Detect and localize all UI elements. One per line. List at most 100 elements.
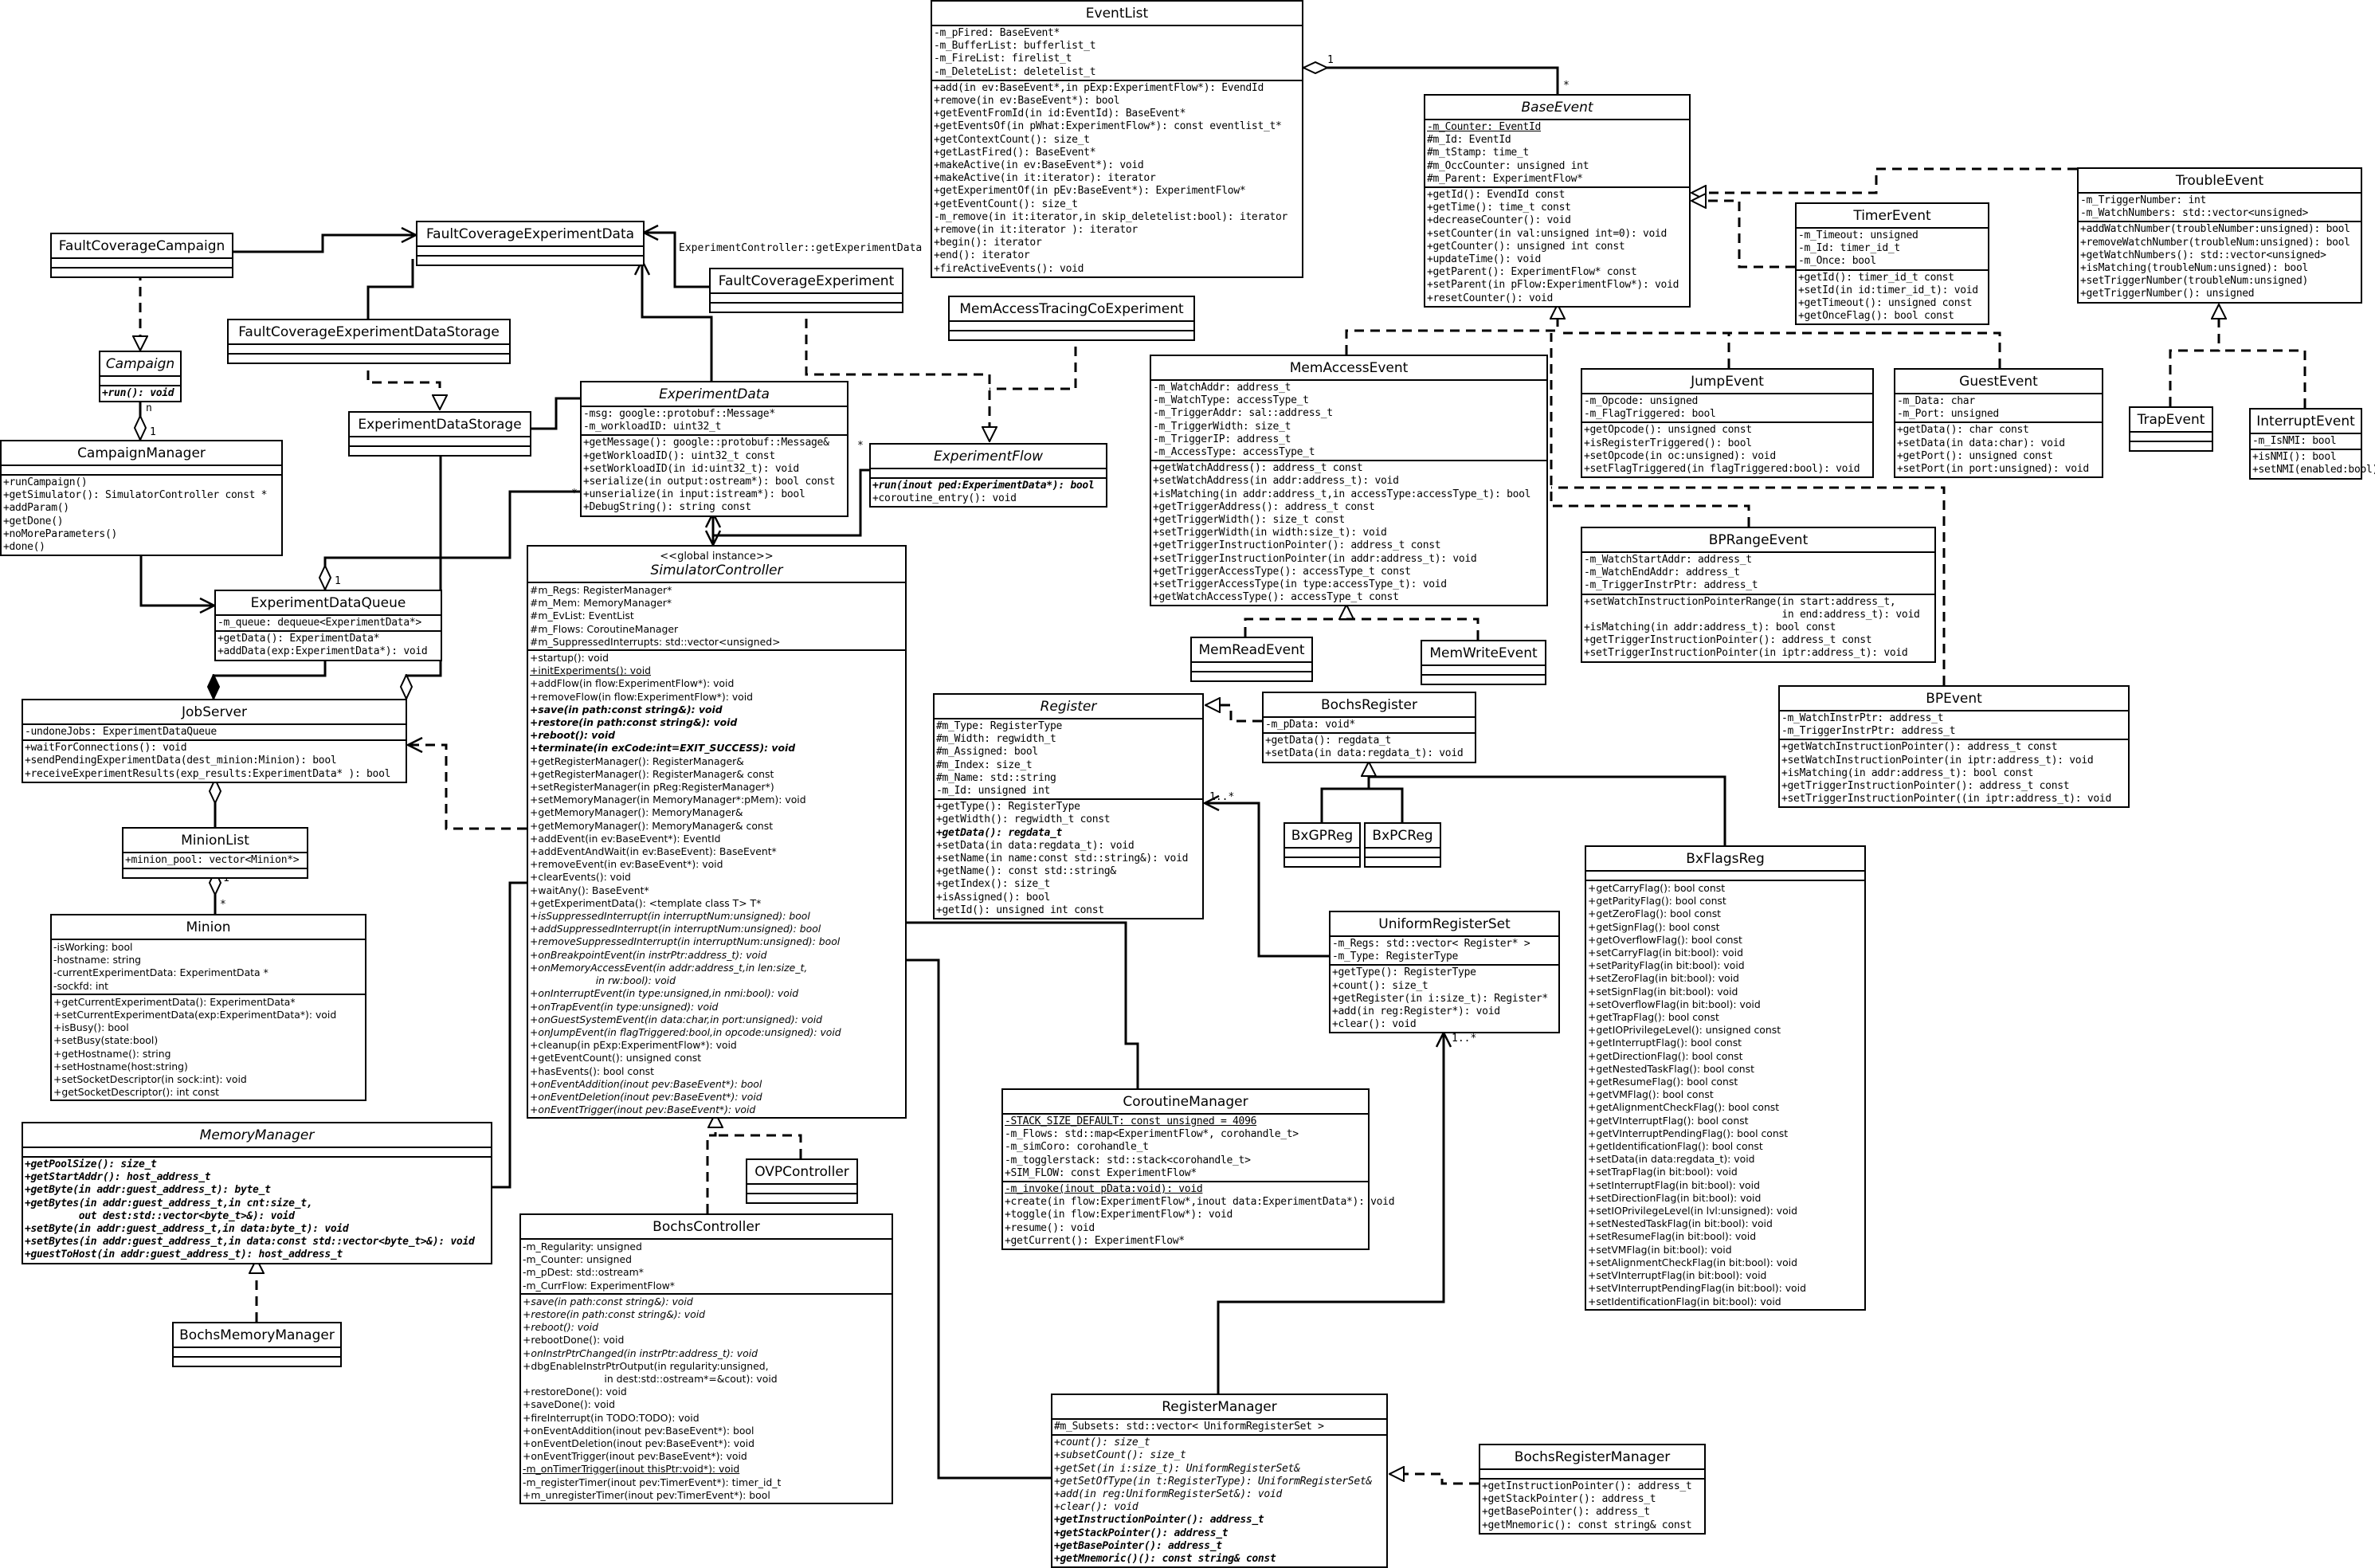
class-box[interactable]: BPEvent-m_WatchInstrPtr: address_t-m_Tri… bbox=[1778, 685, 2130, 809]
class-box[interactable]: Minion-isWorking: bool-hostname: string-… bbox=[50, 914, 366, 1102]
class-attribute: -m_WatchNumbers: std::vector<unsigned> bbox=[2080, 207, 2309, 220]
class-box[interactable]: FaultCoverageExperiment bbox=[709, 268, 903, 313]
class-box[interactable]: BochsRegisterManager+getInstructionPoint… bbox=[1479, 1444, 1706, 1535]
class-operation: +getContextCount(): size_t bbox=[934, 133, 1090, 146]
multiplicity-label: n bbox=[146, 402, 152, 414]
class-operation: -m_registerTimer(inout pev:TimerEvent*):… bbox=[523, 1476, 782, 1488]
class-header: TrapEvent bbox=[2130, 408, 2212, 433]
class-box[interactable]: UniformRegisterSet-m_Regs: std::vector< … bbox=[1329, 911, 1560, 1034]
class-box[interactable]: CampaignManager+runCampaign()+getSimulat… bbox=[0, 440, 283, 557]
attribute-compartment bbox=[2130, 433, 2212, 442]
class-operation: +setCurrentExperimentData(exp:Experiment… bbox=[53, 1009, 337, 1021]
class-box[interactable]: FaultCoverageCampaign bbox=[50, 233, 233, 278]
class-operation: +setIdentificationFlag(in bit:bool): voi… bbox=[1588, 1295, 1781, 1307]
class-header: BPRangeEvent bbox=[1582, 528, 1934, 553]
class-operation: +onInstrPtrChanged(in instrPtr:address_t… bbox=[523, 1347, 758, 1359]
class-operation: +getTriggerAccessType(): accessType_t co… bbox=[1153, 565, 1411, 578]
operation-compartment bbox=[174, 1358, 340, 1366]
class-box[interactable]: GuestEvent-m_Data: char-m_Port: unsigned… bbox=[1894, 368, 2103, 479]
class-box[interactable]: ExperimentDataQueue-m_queue: dequeue<Exp… bbox=[214, 590, 442, 661]
class-operation: +getId(): unsigned int const bbox=[936, 904, 1104, 916]
class-name: BochsMemoryManager bbox=[179, 1327, 335, 1343]
class-box[interactable]: BochsRegister-m_pData: void*+getData(): … bbox=[1262, 692, 1476, 763]
class-operation: +getMessage(): google::protobuf::Message… bbox=[583, 437, 829, 449]
class-operation: +getBytes(in addr:guest_address_t,in cnt… bbox=[25, 1197, 313, 1209]
class-box[interactable]: EventList-m_pFired: BaseEvent*-m_BufferL… bbox=[931, 0, 1303, 278]
class-attribute: -m_TriggerAddr: sal::address_t bbox=[1153, 407, 1333, 420]
class-box[interactable]: ExperimentFlow+run(inout ped:ExperimentD… bbox=[869, 443, 1107, 508]
attribute-compartment: -m_Counter: EventId#m_Id: EventId#m_tSta… bbox=[1425, 120, 1689, 189]
class-attribute: -m_simCoro: corohandle_t bbox=[1005, 1141, 1149, 1154]
class-operation: +getResumeFlag(): bool const bbox=[1588, 1076, 1738, 1088]
class-box[interactable]: MemAccessTracingCoExperiment bbox=[948, 296, 1195, 341]
class-box[interactable]: BxFlagsReg+getCarryFlag(): bool const+ge… bbox=[1585, 845, 1866, 1311]
attribute-compartment bbox=[229, 345, 509, 355]
fce-flow-realization bbox=[805, 303, 990, 441]
bochsregmgr-regmgr-realization bbox=[1389, 1474, 1479, 1485]
class-box[interactable]: BochsMemoryManager bbox=[172, 1322, 342, 1367]
queue-jobserver-composition bbox=[214, 657, 327, 699]
operation-compartment: +runCampaign()+getSimulator(): Simulator… bbox=[2, 476, 281, 555]
class-attribute: -m_Regularity: unsigned bbox=[523, 1241, 642, 1252]
operation-compartment bbox=[52, 269, 232, 276]
class-name: BPEvent bbox=[1926, 691, 1982, 707]
class-box[interactable]: BxGPReg bbox=[1284, 822, 1361, 868]
class-box[interactable]: TimerEvent-m_Timeout: unsigned-m_Id: tim… bbox=[1795, 202, 1989, 326]
class-attribute: -m_Type: RegisterType bbox=[1332, 951, 1459, 963]
class-operation: +setVInterruptFlag(in bit:bool): void bbox=[1588, 1269, 1767, 1282]
operation-compartment bbox=[2130, 442, 2212, 450]
class-box[interactable]: Register#m_Type: RegisterType#m_Width: r… bbox=[933, 693, 1204, 920]
class-attribute: #m_Mem: MemoryManager* bbox=[530, 597, 672, 610]
class-attribute: -m_WatchEndAddr: address_t bbox=[1584, 566, 1740, 579]
class-box[interactable]: MinionList+minion_pool: vector<Minion*> bbox=[122, 827, 308, 880]
fceds-eds-realization bbox=[366, 355, 440, 410]
class-box[interactable]: MemWriteEvent bbox=[1421, 640, 1546, 685]
class-attribute: -m_Id: unsigned int bbox=[936, 785, 1051, 798]
class-box[interactable]: ExperimentData-msg: google::protobuf::Me… bbox=[580, 381, 848, 517]
eventlist-baseevent-aggregation bbox=[1303, 68, 1559, 94]
class-attribute: -m_pData: void* bbox=[1265, 719, 1355, 731]
class-box[interactable]: TroubleEvent-m_TriggerNumber: int-m_Watc… bbox=[2077, 167, 2362, 304]
class-operation: +add(in reg:UniformRegisterSet&): void bbox=[1054, 1488, 1283, 1501]
operation-compartment: +add(in ev:BaseEvent*,in pExp:Experiment… bbox=[932, 81, 1302, 276]
class-box[interactable]: BaseEvent-m_Counter: EventId#m_Id: Event… bbox=[1424, 94, 1691, 308]
class-box[interactable]: OVPController bbox=[746, 1158, 858, 1204]
class-box[interactable]: BPRangeEvent-m_WatchStartAddr: address_t… bbox=[1581, 527, 1936, 663]
class-attribute: -m_Flows: std::map<ExperimentFlow*, coro… bbox=[1005, 1128, 1299, 1141]
class-operation: +setResumeFlag(in bit:bool): void bbox=[1588, 1230, 1757, 1243]
class-header: Register bbox=[935, 695, 1202, 719]
class-box[interactable]: <<global instance>>SimulatorController#m… bbox=[527, 545, 907, 1119]
class-box[interactable]: FaultCoverageExperimentData bbox=[416, 221, 645, 266]
class-operation: +create(in flow:ExperimentFlow*,inout da… bbox=[1005, 1196, 1395, 1209]
operation-compartment: +addWatchNumber(troubleNumber:unsigned):… bbox=[2079, 222, 2361, 301]
class-box[interactable]: FaultCoverageExperimentDataStorage bbox=[227, 319, 511, 364]
class-box[interactable]: BochsController-m_Regularity: unsigned-m… bbox=[519, 1213, 893, 1505]
class-operation: +setZeroFlag(in bit:bool): void bbox=[1588, 972, 1739, 985]
class-operation: +getWidth(): regwidth_t const bbox=[936, 813, 1111, 826]
class-box[interactable]: RegisterManager#m_Subsets: std::vector< … bbox=[1051, 1394, 1388, 1568]
class-operation: +setCarryFlag(in bit:bool): void bbox=[1588, 947, 1743, 959]
class-box[interactable]: JobServer-undoneJobs: ExperimentDataQueu… bbox=[22, 699, 407, 783]
class-operation: +isNMI(): bool bbox=[2252, 451, 2337, 464]
class-name: BxGPReg bbox=[1291, 828, 1354, 844]
class-attribute: -m_Data: char bbox=[1897, 395, 1975, 407]
attribute-compartment bbox=[52, 259, 232, 269]
class-operation: +getIdentificationFlag(): bool const bbox=[1588, 1140, 1763, 1153]
class-box[interactable]: MemReadEvent bbox=[1190, 637, 1313, 682]
class-box[interactable]: InterruptEvent-m_IsNMI: bool+isNMI(): bo… bbox=[2249, 408, 2375, 480]
class-box[interactable]: CoroutineManager-STACK_SIZE_DEFAULT: con… bbox=[1001, 1088, 1395, 1251]
class-box[interactable]: MemAccessEvent-m_WatchAddr: address_t-m_… bbox=[1150, 355, 1548, 607]
class-box[interactable]: MemoryManager+getPoolSize(): size_t+getS… bbox=[22, 1122, 492, 1264]
sim-coroutine-link bbox=[906, 921, 1139, 1088]
class-box[interactable]: TrapEvent bbox=[2129, 406, 2213, 452]
class-box[interactable]: BxPCReg bbox=[1364, 822, 1441, 868]
class-box[interactable]: ExperimentDataStorage bbox=[348, 411, 531, 457]
class-attribute: -undoneJobs: ExperimentDataQueue bbox=[25, 726, 217, 738]
class-operation: +onMemoryAccessEvent(in addr:address_t,i… bbox=[530, 961, 808, 974]
class-name: RegisterManager bbox=[1162, 1399, 1277, 1415]
class-operation: +DebugString(): string const bbox=[583, 501, 751, 514]
class-name: MemAccessEvent bbox=[1289, 360, 1409, 376]
class-box[interactable]: Campaign+run(): void bbox=[99, 351, 182, 403]
class-box[interactable]: JumpEvent-m_Opcode: unsigned-m_FlagTrigg… bbox=[1581, 368, 1874, 479]
class-attribute: -m_WatchInstrPtr: address_t bbox=[1781, 712, 1944, 724]
